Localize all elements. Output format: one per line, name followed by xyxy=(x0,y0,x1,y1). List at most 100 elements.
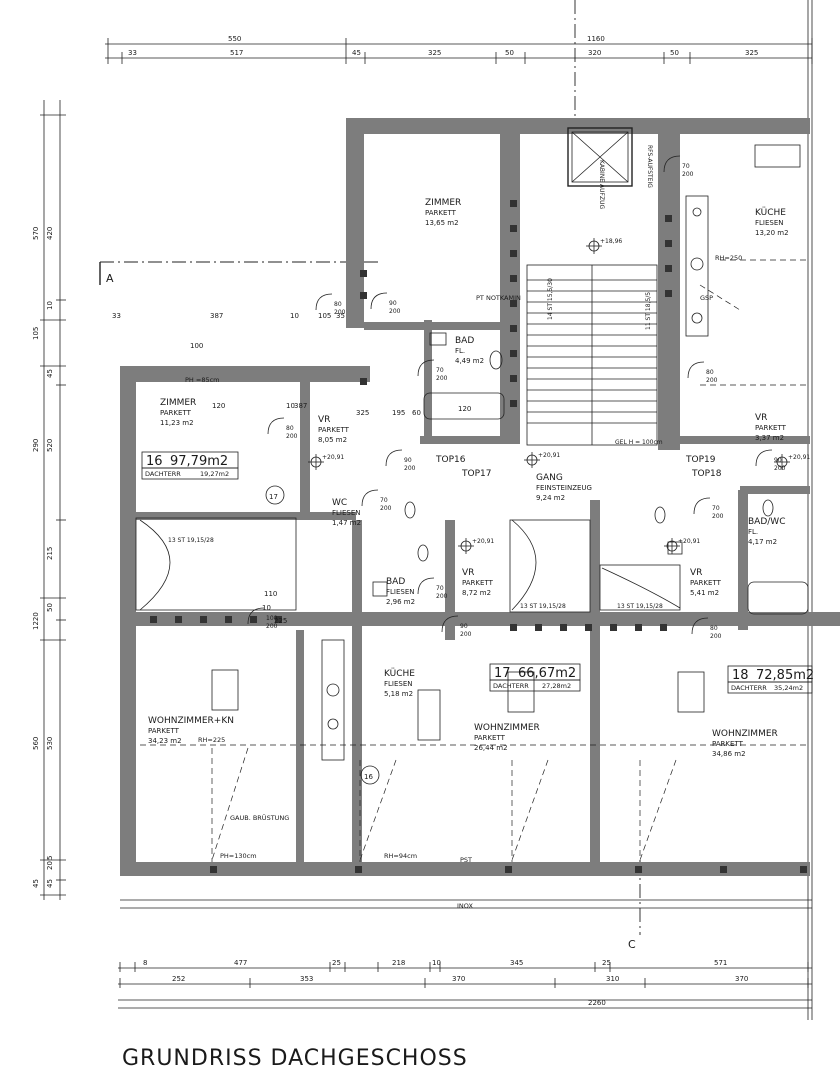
left-dim-3: 105 xyxy=(32,327,40,340)
wall-hatch-mark xyxy=(510,325,517,332)
door-height-8: 200 xyxy=(460,631,472,638)
door-width-5: 70 xyxy=(380,497,388,504)
top-dim-50a: 50 xyxy=(505,49,514,57)
label-ph: PH =85cm xyxy=(185,376,220,384)
circled-marker: 17 xyxy=(265,485,285,505)
label-rh-250: RH=250 xyxy=(715,254,742,262)
level-layer: +18,96+20,91+20,91+20,91+20,91+20,91 xyxy=(308,238,810,554)
door-width-11: 70 xyxy=(682,163,690,170)
door-swing-arc xyxy=(247,607,265,625)
room-area-2: 4,49 m2 xyxy=(455,357,484,365)
wall-hatch-mark xyxy=(175,616,182,623)
room-name-12: KÜCHE xyxy=(384,668,415,679)
interior-dim-0: 33 xyxy=(112,312,121,320)
room-area-4: 8,05 m2 xyxy=(318,436,347,444)
stair-label-1: 14 ST 15,5/30 xyxy=(547,278,554,320)
left-dim-5: 290 xyxy=(32,439,40,452)
top-dimension-lines: 550 1160 33 517 45 325 50 320 50 325 xyxy=(105,35,813,64)
door-height-6: 200 xyxy=(712,513,724,520)
label-pst: PST xyxy=(460,856,472,864)
door-height-7: 200 xyxy=(436,593,448,600)
top-dim-45: 45 xyxy=(352,49,361,57)
room-area-15: 34,86 m2 xyxy=(712,750,746,758)
label-rh-225: RH=225 xyxy=(198,736,225,744)
bottom-dim-10: 10 xyxy=(432,959,441,967)
wall-hatch-mark xyxy=(510,624,517,631)
room-name-11: VR xyxy=(690,568,702,578)
interior-dim-12: 387 xyxy=(294,402,307,410)
left-dim-4: 45 xyxy=(46,369,54,378)
interior-dim-9: 60 xyxy=(412,409,421,417)
wall-hatch-mark xyxy=(210,866,217,873)
door-height-12: 200 xyxy=(334,309,346,316)
wall-hatch-mark xyxy=(665,265,672,272)
rfs-aufsteig-label: RFS-AUFSTEIG xyxy=(646,145,653,188)
label-inox: INOX xyxy=(457,902,473,910)
level-value-5: +20,91 xyxy=(788,454,810,461)
wall-hatch-mark xyxy=(225,616,232,623)
level-marker: +20,91 xyxy=(664,538,700,554)
room-name-15: WOHNZIMMER xyxy=(712,729,778,739)
room-area-13: 34,23 m2 xyxy=(148,737,182,745)
door-swing-arc xyxy=(361,489,379,507)
door-height-10: 200 xyxy=(266,623,278,630)
level-marker: +20,91 xyxy=(308,454,344,470)
unit-terrace-area-1: 27,28m2 xyxy=(542,682,571,690)
door-width-10: 100 xyxy=(266,615,278,622)
room-floor-14: PARKETT xyxy=(474,734,506,742)
door-swing-arc xyxy=(755,449,773,467)
level-marker: +18,96 xyxy=(586,238,622,254)
wall-hatch-mark xyxy=(275,616,282,623)
wall-hatch-mark xyxy=(665,290,672,297)
top-dim-325a: 325 xyxy=(428,49,441,57)
gel-h-label: GEL H = 100cm xyxy=(615,439,663,446)
label-rh-94: RH=94cm xyxy=(384,852,417,860)
door-swing-arc xyxy=(417,359,435,377)
left-dim-7: 215 xyxy=(46,547,54,560)
room-area-1: 13,20 m2 xyxy=(755,229,789,237)
interior-dim-7: 325 xyxy=(356,409,369,417)
left-dim-9: 1220 xyxy=(32,612,40,630)
room-area-0: 13,65 m2 xyxy=(425,219,459,227)
door-width-8: 90 xyxy=(460,623,468,630)
door-width-13: 90 xyxy=(774,457,782,464)
door-swing-arc xyxy=(417,577,435,595)
door-height-0: 200 xyxy=(286,433,298,440)
wall-hatch-mark xyxy=(360,378,367,385)
unit-number-0: 16 xyxy=(146,454,163,469)
wall-hatch-mark xyxy=(720,866,727,873)
wall-hatch-mark xyxy=(360,292,367,299)
label-pt-notkamin: PT NOTKAMIN xyxy=(476,294,521,302)
wall-hatch-mark xyxy=(510,375,517,382)
interior-dim-3: 105 xyxy=(318,312,331,320)
room-floor-4: PARKETT xyxy=(318,426,350,434)
room-name-2: BAD xyxy=(455,336,474,346)
door-height-11: 200 xyxy=(682,171,694,178)
main-staircase: 14 ST 15,5/30 11 ST 18,5/5 GEL H = 100cm xyxy=(526,264,663,446)
door-width-9: 80 xyxy=(710,625,718,632)
room-floor-12: FLIESEN xyxy=(384,680,413,688)
bottom-dim-571: 571 xyxy=(714,959,727,967)
room-floor-0: PARKETT xyxy=(425,209,457,217)
room-name-8: BAD/WC xyxy=(748,517,785,527)
elevator-shaft: KABINE AUFZUG RFS-AUFSTEIG xyxy=(567,127,653,209)
room-floor-8: FL. xyxy=(748,528,758,536)
door-swing-arc xyxy=(267,417,285,435)
level-marker: +20,91 xyxy=(524,452,560,468)
circled-marker: 16 xyxy=(360,765,380,785)
room-floor-5: PARKETT xyxy=(755,424,787,432)
unit-terrace-label-2: DACHTERR xyxy=(731,684,767,692)
door-swing-arc xyxy=(315,293,333,311)
page-title: GRUNDRISS DACHGESCHOSS xyxy=(122,1046,468,1071)
interior-dim-6: 10 xyxy=(286,402,295,410)
top-label-1: TOP17 xyxy=(461,469,491,479)
unit-stairs: 13 ST 19,15/28 13 ST 19,15/28 13 ST 19,1… xyxy=(135,517,681,613)
wall-hatch-mark xyxy=(585,624,592,631)
